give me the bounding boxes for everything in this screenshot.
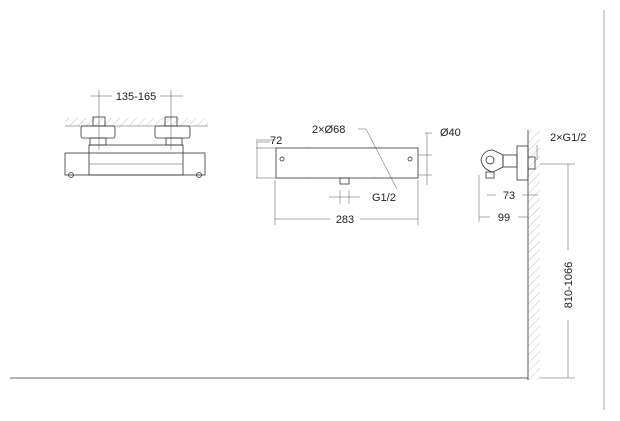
depth-99-label: 99 xyxy=(498,212,510,224)
depth-73-label: 73 xyxy=(503,190,515,202)
width-283-label: 283 xyxy=(336,214,354,226)
top-view: 135-165 xyxy=(64,90,208,178)
height-72-label: 72 xyxy=(270,135,282,147)
outlet-thread-label: G1/2 xyxy=(372,192,396,204)
handle-diameter-label: 2×Ø68 xyxy=(312,124,345,136)
mount-height-label: 810-1066 xyxy=(563,262,575,309)
inlet-threads-label: 2×G1/2 xyxy=(550,132,586,144)
ceiling-spacing-label: 135-165 xyxy=(116,91,156,103)
side-view: 2×G1/2 73 99 810-1066 xyxy=(478,130,586,380)
front-view: 72 2×Ø68 Ø40 G1/2 283 xyxy=(256,124,461,226)
diameter-40-label: Ø40 xyxy=(440,127,461,139)
